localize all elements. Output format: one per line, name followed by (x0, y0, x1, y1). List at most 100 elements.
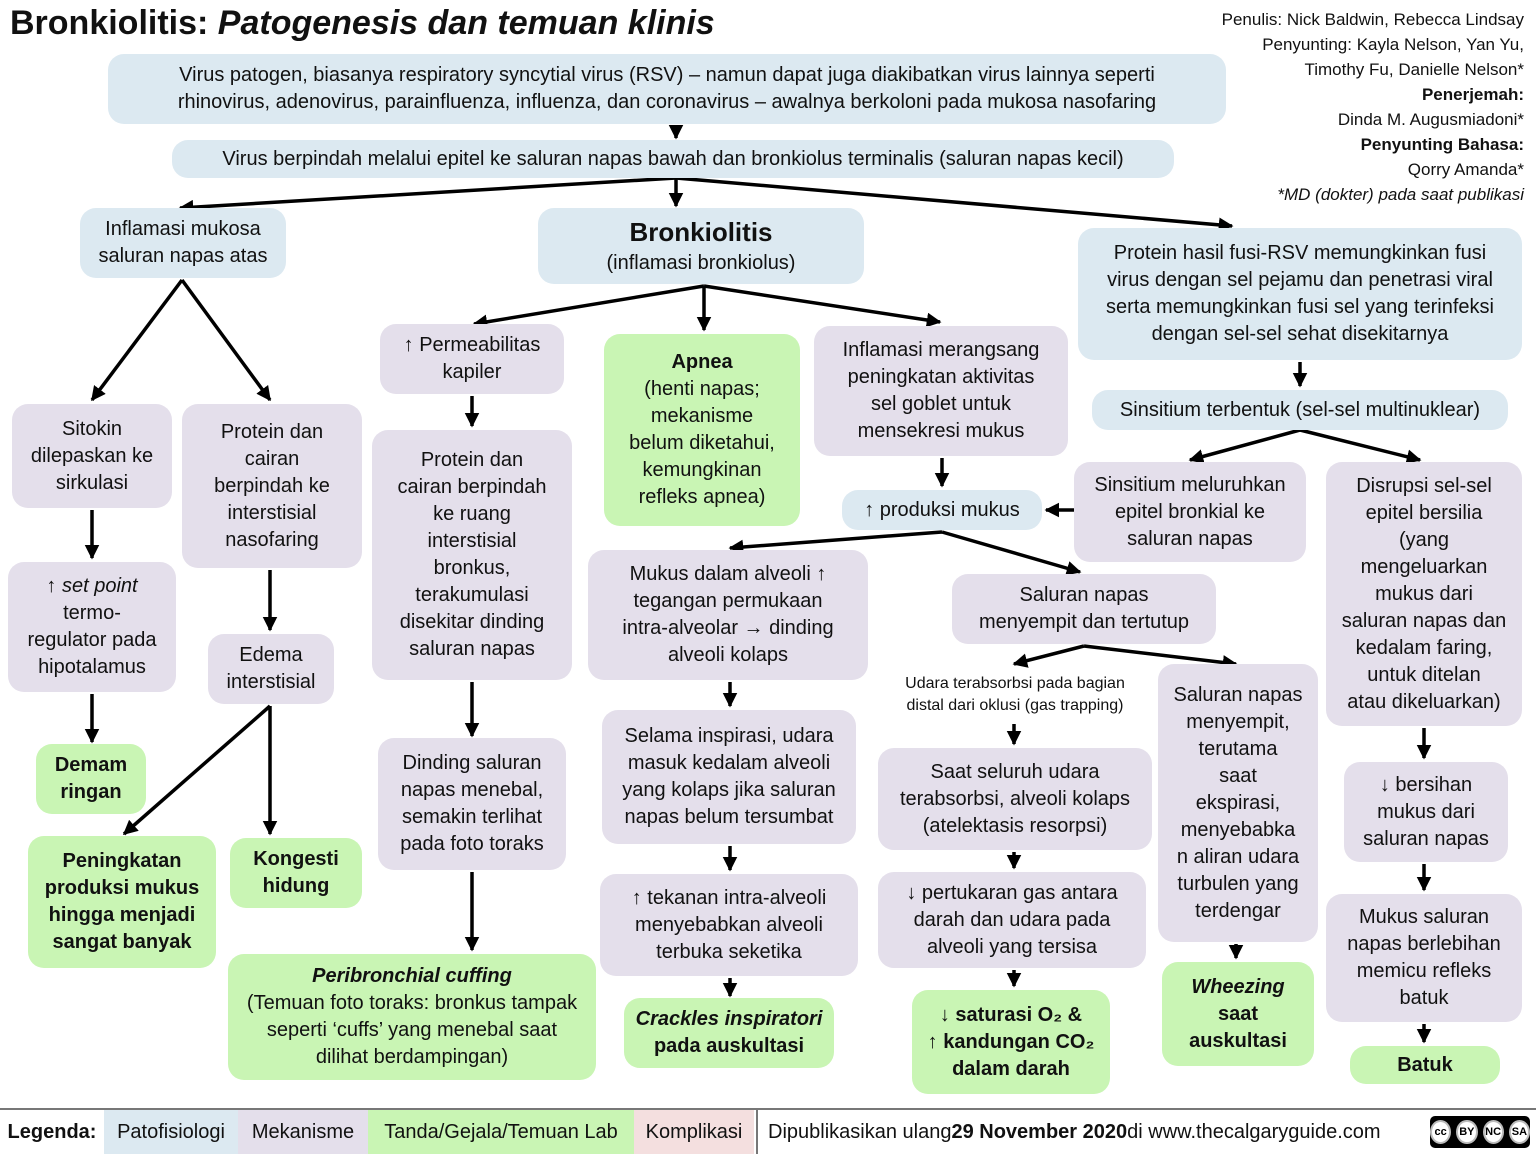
node-line: Saluran napas (1019, 584, 1149, 606)
node-line: dilepaskan ke (30, 444, 154, 467)
legend-sign-symptom: Tanda/Gejala/Temuan Lab (368, 1110, 634, 1154)
legend-mechanism: Mekanisme (238, 1110, 368, 1154)
node-line: Dinding saluran (402, 752, 542, 774)
node-line: ↑ Permeabilitas (403, 334, 541, 356)
node-line: Edema (239, 644, 303, 666)
author-line: Penyunting Bahasa: (1360, 134, 1524, 154)
node-line: yang kolaps jika saluran (622, 779, 836, 801)
author-line: Penyunting: Kayla Nelson, Yan Yu, (1262, 34, 1524, 54)
node-line: ↑ kandungan CO₂ (927, 1030, 1095, 1053)
node-line: Inflamasi merangsang (842, 339, 1040, 361)
node-line: ke ruang (433, 503, 511, 525)
node-inspiratory-crackles: Crackles inspiratori pada auskultasi (624, 998, 834, 1068)
node-line: (yang (1398, 528, 1449, 551)
node-line: regulator pada (27, 629, 157, 651)
node-line: mukus dari (1375, 582, 1473, 605)
node-line: Apnea (671, 351, 733, 373)
node-line: Wheezing (1191, 975, 1285, 998)
published-date: 29 November 2020 (951, 1120, 1128, 1143)
node-line: mekanisme (650, 405, 754, 427)
node-cough: Batuk (1350, 1046, 1500, 1084)
node-line: Inflamasi mukosa (105, 218, 261, 240)
author-line: Penulis: Nick Baldwin, Rebecca Lindsay (1221, 10, 1524, 29)
arrow-connector (1083, 644, 1238, 670)
node-line: mengeluarkan (1360, 555, 1488, 578)
node-line: dilihat berdampingan) (315, 1046, 509, 1068)
arrow-connector (1188, 428, 1301, 464)
node-line: saat (1219, 764, 1257, 787)
node-line: Peribronchial cuffing (312, 965, 512, 987)
node-resorption-atelectasis: Saat seluruh udara terabsorbsi, alveoli k… (878, 748, 1152, 850)
node-rsv-fusion-protein: Protein hasil fusi-RSV memungkinkan fusi… (1078, 228, 1522, 360)
node-line: saluran napas (1363, 827, 1489, 850)
nc-icon: NC (1482, 1120, 1504, 1144)
node-line: Saat seluruh udara (930, 760, 1100, 783)
footer: Legenda: Patofisiologi Mekanisme Tanda/G… (0, 1108, 1536, 1154)
node-virus-migration: Virus berpindah melalui epitel ke salura… (172, 140, 1174, 178)
node-line: Demam (54, 754, 128, 776)
node-capillary-permeability: ↑ Permeabilitas kapiler (380, 324, 564, 394)
node-line: Batuk (1397, 1053, 1453, 1076)
node-line: sel goblet untuk (870, 393, 1012, 415)
node-line: kapiler (442, 361, 502, 383)
node-line: terakumulasi (415, 584, 529, 606)
node-line: epitel bersilia (1365, 501, 1483, 524)
node-line: hidung (262, 875, 330, 897)
arrow-connector (180, 278, 272, 402)
node-line: cairan (244, 447, 300, 470)
node-line: menyempit dan tertutup (978, 611, 1190, 633)
node-line: terutama (1198, 737, 1278, 760)
node-line: produksi mukus (44, 877, 200, 899)
node-line: auskultasi (1189, 1029, 1287, 1052)
node-inspiration-air-entry: Selama inspirasi, udara masuk kedalam alv… (602, 710, 856, 844)
node-line: hipotalamus (38, 656, 146, 678)
node-line: Saluran napas (1173, 683, 1303, 706)
published-suffix: di www.thecalgaryguide.com (1127, 1120, 1381, 1143)
node-line: pada auskultasi (653, 1035, 805, 1057)
arrow-connector (1299, 428, 1422, 464)
node-line: napas berlebihan (1347, 933, 1501, 955)
node-line: menyebabkan alveoli (635, 913, 823, 936)
node-line: atau dikeluarkan) (1347, 690, 1501, 713)
node-line: ringan (60, 781, 122, 803)
arrow-connector (122, 704, 272, 836)
node-line: Selama inspirasi, udara (624, 725, 834, 747)
node-mild-fever: Demam ringan (36, 744, 146, 814)
node-line: peningkatan aktivitas (847, 366, 1035, 388)
node-line: mukus dari (1377, 800, 1475, 823)
node-line: nasofaring (225, 528, 319, 551)
legend-label: Legenda: (7, 1120, 97, 1143)
node-line: alveoli kolaps (667, 644, 789, 666)
arrow-connector (472, 284, 705, 330)
node-syncytium-formed: Sinsitium terbentuk (sel-sel multinuklea… (1092, 390, 1508, 430)
node-line: Crackles inspiratori (635, 1008, 823, 1030)
node-line: terabsorbsi, alveoli kolaps (899, 787, 1131, 810)
node-line: masuk kedalam alveoli (627, 752, 831, 774)
node-bronchiolitis: Bronkiolitis(inflamasi bronkiolus) (538, 208, 864, 284)
node-line: n aliran udara (1176, 845, 1300, 868)
node-line: saat (1217, 1002, 1258, 1025)
node-line: disekitar dinding (399, 611, 545, 633)
node-increased-mucus: ↑ produksi mukus (842, 490, 1042, 530)
node-line: distal dari oklusi (gas trapping) (906, 697, 1124, 714)
node-line: batuk (1399, 987, 1449, 1009)
node-line: ↓ pertukaran gas antara (906, 881, 1118, 904)
node-line: menyebabka (1180, 818, 1296, 841)
author-line: Qorry Amanda* (1407, 159, 1524, 179)
node-line: Mukus dalam alveoli ↑ (629, 563, 827, 585)
node-line: sangat banyak (52, 931, 192, 953)
publication-note: Dipublikasikan ulang 29 November 2020 di… (768, 1110, 1420, 1154)
node-line: dengan sel-sel sehat disekitarnya (1151, 323, 1449, 345)
node-line: hingga menjadi (48, 904, 196, 926)
author-line: *MD (dokter) pada saat publikasi (1277, 184, 1524, 204)
node-line: memicu refleks (1356, 960, 1492, 982)
node-line: intra-alveolar → dinding (622, 617, 834, 639)
node-line: belum diketahui, (629, 432, 775, 454)
